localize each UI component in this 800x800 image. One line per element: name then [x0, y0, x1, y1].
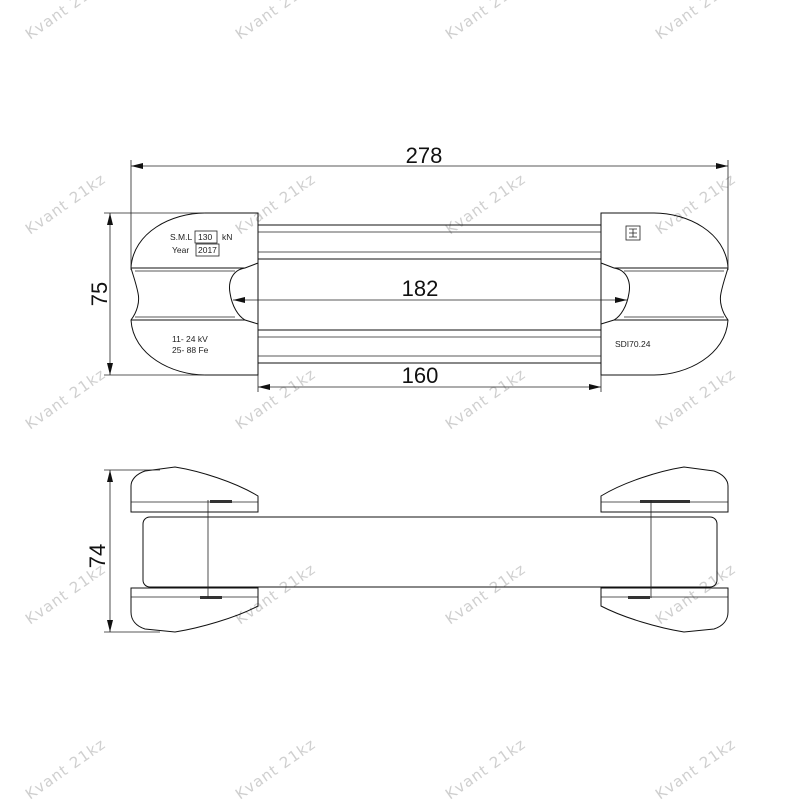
dim-rod-length: 160: [257, 363, 602, 392]
watermark-text: Kvant 21kz: [652, 735, 739, 800]
watermark-text: Kvant 21kz: [22, 735, 109, 800]
watermark-text: Kvant 21kz: [22, 170, 109, 238]
watermark-text: Kvant 21kz: [442, 170, 529, 238]
dim-side-height: 74: [85, 469, 160, 633]
manufacturer-logo-icon: [625, 225, 641, 241]
watermark-text: Kvant 21kz: [652, 170, 739, 238]
upper-rod: [258, 224, 601, 260]
right-upper-clamp-mark: [640, 500, 690, 503]
dim-182-label: 182: [402, 276, 439, 301]
year-value: 2017: [198, 245, 217, 255]
left-upper-clamp-mark: [210, 500, 232, 503]
watermark-text: Kvant 21kz: [442, 735, 529, 800]
left-lower-clamp: [130, 587, 259, 633]
year-value-box: [195, 243, 220, 257]
dim-top-height: 75: [87, 212, 205, 376]
sml-value-box: [194, 230, 218, 244]
watermark-text: Kvant 21kz: [22, 560, 109, 628]
dim-inner-span: 182: [233, 276, 627, 303]
right-clamp-outline: [600, 212, 729, 376]
sml-label: S.M.L: [170, 232, 192, 242]
dim-160-label: 160: [402, 363, 439, 388]
watermark-text: Kvant 21kz: [652, 0, 739, 43]
watermark-text: Kvant 21kz: [652, 365, 739, 433]
watermark-layer: Kvant 21kz Kvant 21kz Kvant 21kz Kvant 2…: [22, 0, 739, 800]
top-view: S.M.L 130 kN Year 2017 11- 24 kV 25- 88 …: [87, 143, 729, 392]
dim-75-label: 75: [87, 282, 112, 306]
watermark-text: Kvant 21kz: [22, 365, 109, 433]
watermark-text: Kvant 21kz: [232, 735, 319, 800]
voltage-range: 11- 24 kV: [172, 334, 208, 344]
year-label: Year: [172, 245, 189, 255]
conductor-range: 25- 88 Fe: [172, 345, 209, 355]
watermark-text: Kvant 21kz: [442, 560, 529, 628]
watermark-text: Kvant 21kz: [22, 0, 109, 43]
dim-overall-width: 278: [130, 143, 729, 270]
right-upper-clamp: [600, 466, 729, 513]
watermark-text: Kvant 21kz: [442, 365, 529, 433]
sml-unit: kN: [222, 232, 232, 242]
watermark-text: Kvant 21kz: [232, 560, 319, 628]
watermark-text: Kvant 21kz: [652, 560, 739, 628]
side-view: 74: [85, 466, 729, 633]
dim-278-label: 278: [406, 143, 443, 168]
left-top-marking: S.M.L 130 kN Year 2017: [170, 230, 232, 257]
watermark-text: Kvant 21kz: [232, 170, 319, 238]
watermark-text: Kvant 21kz: [232, 0, 319, 43]
sml-value: 130: [198, 232, 212, 242]
watermark-text: Kvant 21kz: [442, 0, 529, 43]
model-code: SDI70.24: [615, 339, 651, 349]
right-lower-clamp: [600, 587, 729, 633]
spacer-body: [142, 516, 718, 588]
left-upper-clamp: [130, 466, 259, 513]
right-lower-clamp-mark: [628, 596, 650, 599]
dim-74-label: 74: [85, 544, 110, 568]
lower-rod: [258, 329, 601, 364]
left-bottom-marking: 11- 24 kV 25- 88 Fe: [172, 334, 209, 355]
left-lower-clamp-mark: [200, 596, 222, 599]
